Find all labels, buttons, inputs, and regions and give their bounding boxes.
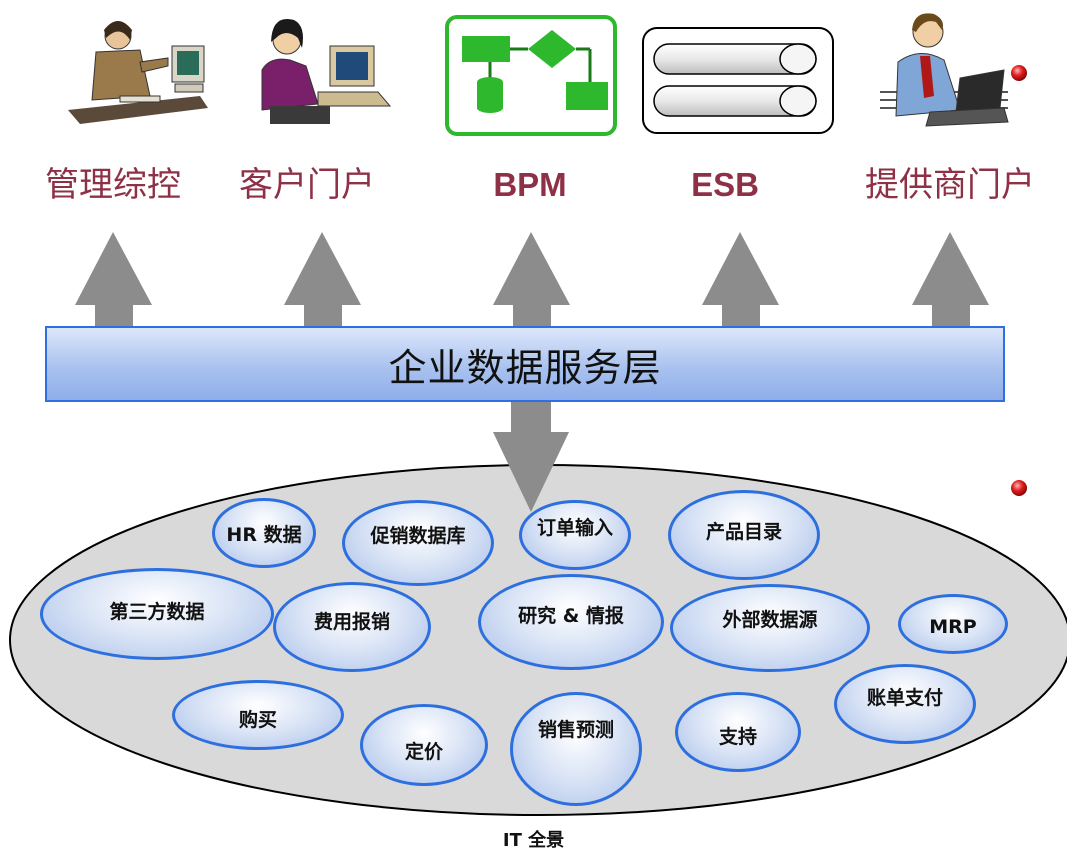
red-bullet-icon — [1011, 480, 1027, 496]
bubble-sales-forecast: 销售预测 — [510, 692, 642, 806]
label-customer-portal: 客户门户 — [239, 165, 375, 205]
up-arrow-3 — [493, 232, 570, 328]
label-esb: ESB — [691, 166, 759, 203]
bubble-hr-data: HR 数据 — [212, 498, 316, 568]
woman-at-computer-icon — [261, 18, 392, 124]
label-bpm: BPM — [493, 166, 567, 203]
bubble-expense-reimbursement: 费用报销 — [273, 582, 431, 672]
bubble-third-party-data: 第三方数据 — [40, 568, 274, 660]
up-arrow-4 — [702, 232, 779, 328]
it-landscape-caption: IT 全景 — [502, 830, 565, 851]
up-arrow-1 — [75, 232, 152, 328]
up-arrow-2 — [284, 232, 361, 328]
bubble-external-data-source: 外部数据源 — [670, 584, 870, 672]
bubble-product-catalog: 产品目录 — [668, 490, 820, 580]
service-bus-icon — [642, 27, 834, 134]
bubble-pricing: 定价 — [360, 704, 488, 786]
bubble-promotion-database: 促销数据库 — [342, 500, 494, 586]
bubble-research-intelligence: 研究 & 情报 — [478, 574, 664, 670]
label-supplier-portal: 提供商门户 — [865, 165, 1035, 205]
enterprise-data-service-layer: 企业数据服务层 — [45, 326, 1005, 402]
up-arrow-5 — [912, 232, 989, 328]
bubble-support: 支持 — [675, 692, 801, 772]
bubble-bill-payment: 账单支付 — [834, 664, 976, 744]
worker-at-desk-icon — [68, 21, 208, 124]
down-arrow — [493, 402, 569, 512]
man-with-laptop-icon — [880, 13, 1009, 127]
label-management-control: 管理综控 — [45, 165, 181, 205]
red-bullet-icon — [1011, 65, 1027, 81]
bubble-mrp: MRP — [898, 594, 1008, 654]
bubble-purchase: 购买 — [172, 680, 344, 750]
process-flowchart-icon — [445, 15, 617, 136]
bubble-order-entry: 订单输入 — [519, 500, 631, 570]
